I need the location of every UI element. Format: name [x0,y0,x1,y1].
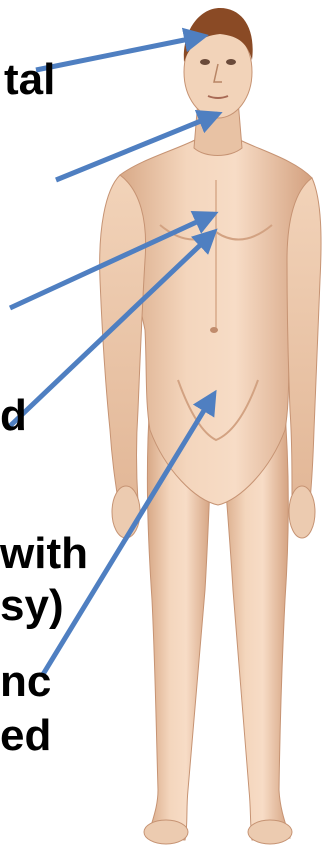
label-fragment-3: with [0,532,88,576]
right-arm [287,178,321,502]
label-fragment-1: tal [4,58,55,102]
human-figure [100,8,321,844]
right-foot [248,820,292,844]
right-hand [289,486,315,538]
left-hand [112,486,140,538]
label-fragment-2: d [0,394,27,438]
label-fragment-5: nc [0,660,51,704]
left-arm [100,175,146,502]
arrow-head-label [36,36,204,70]
left-eye [200,59,210,65]
right-eye [226,59,236,65]
label-fragment-4: sy) [0,584,64,628]
left-foot [144,820,188,844]
label-fragment-6: ed [0,714,51,758]
navel [210,327,218,333]
